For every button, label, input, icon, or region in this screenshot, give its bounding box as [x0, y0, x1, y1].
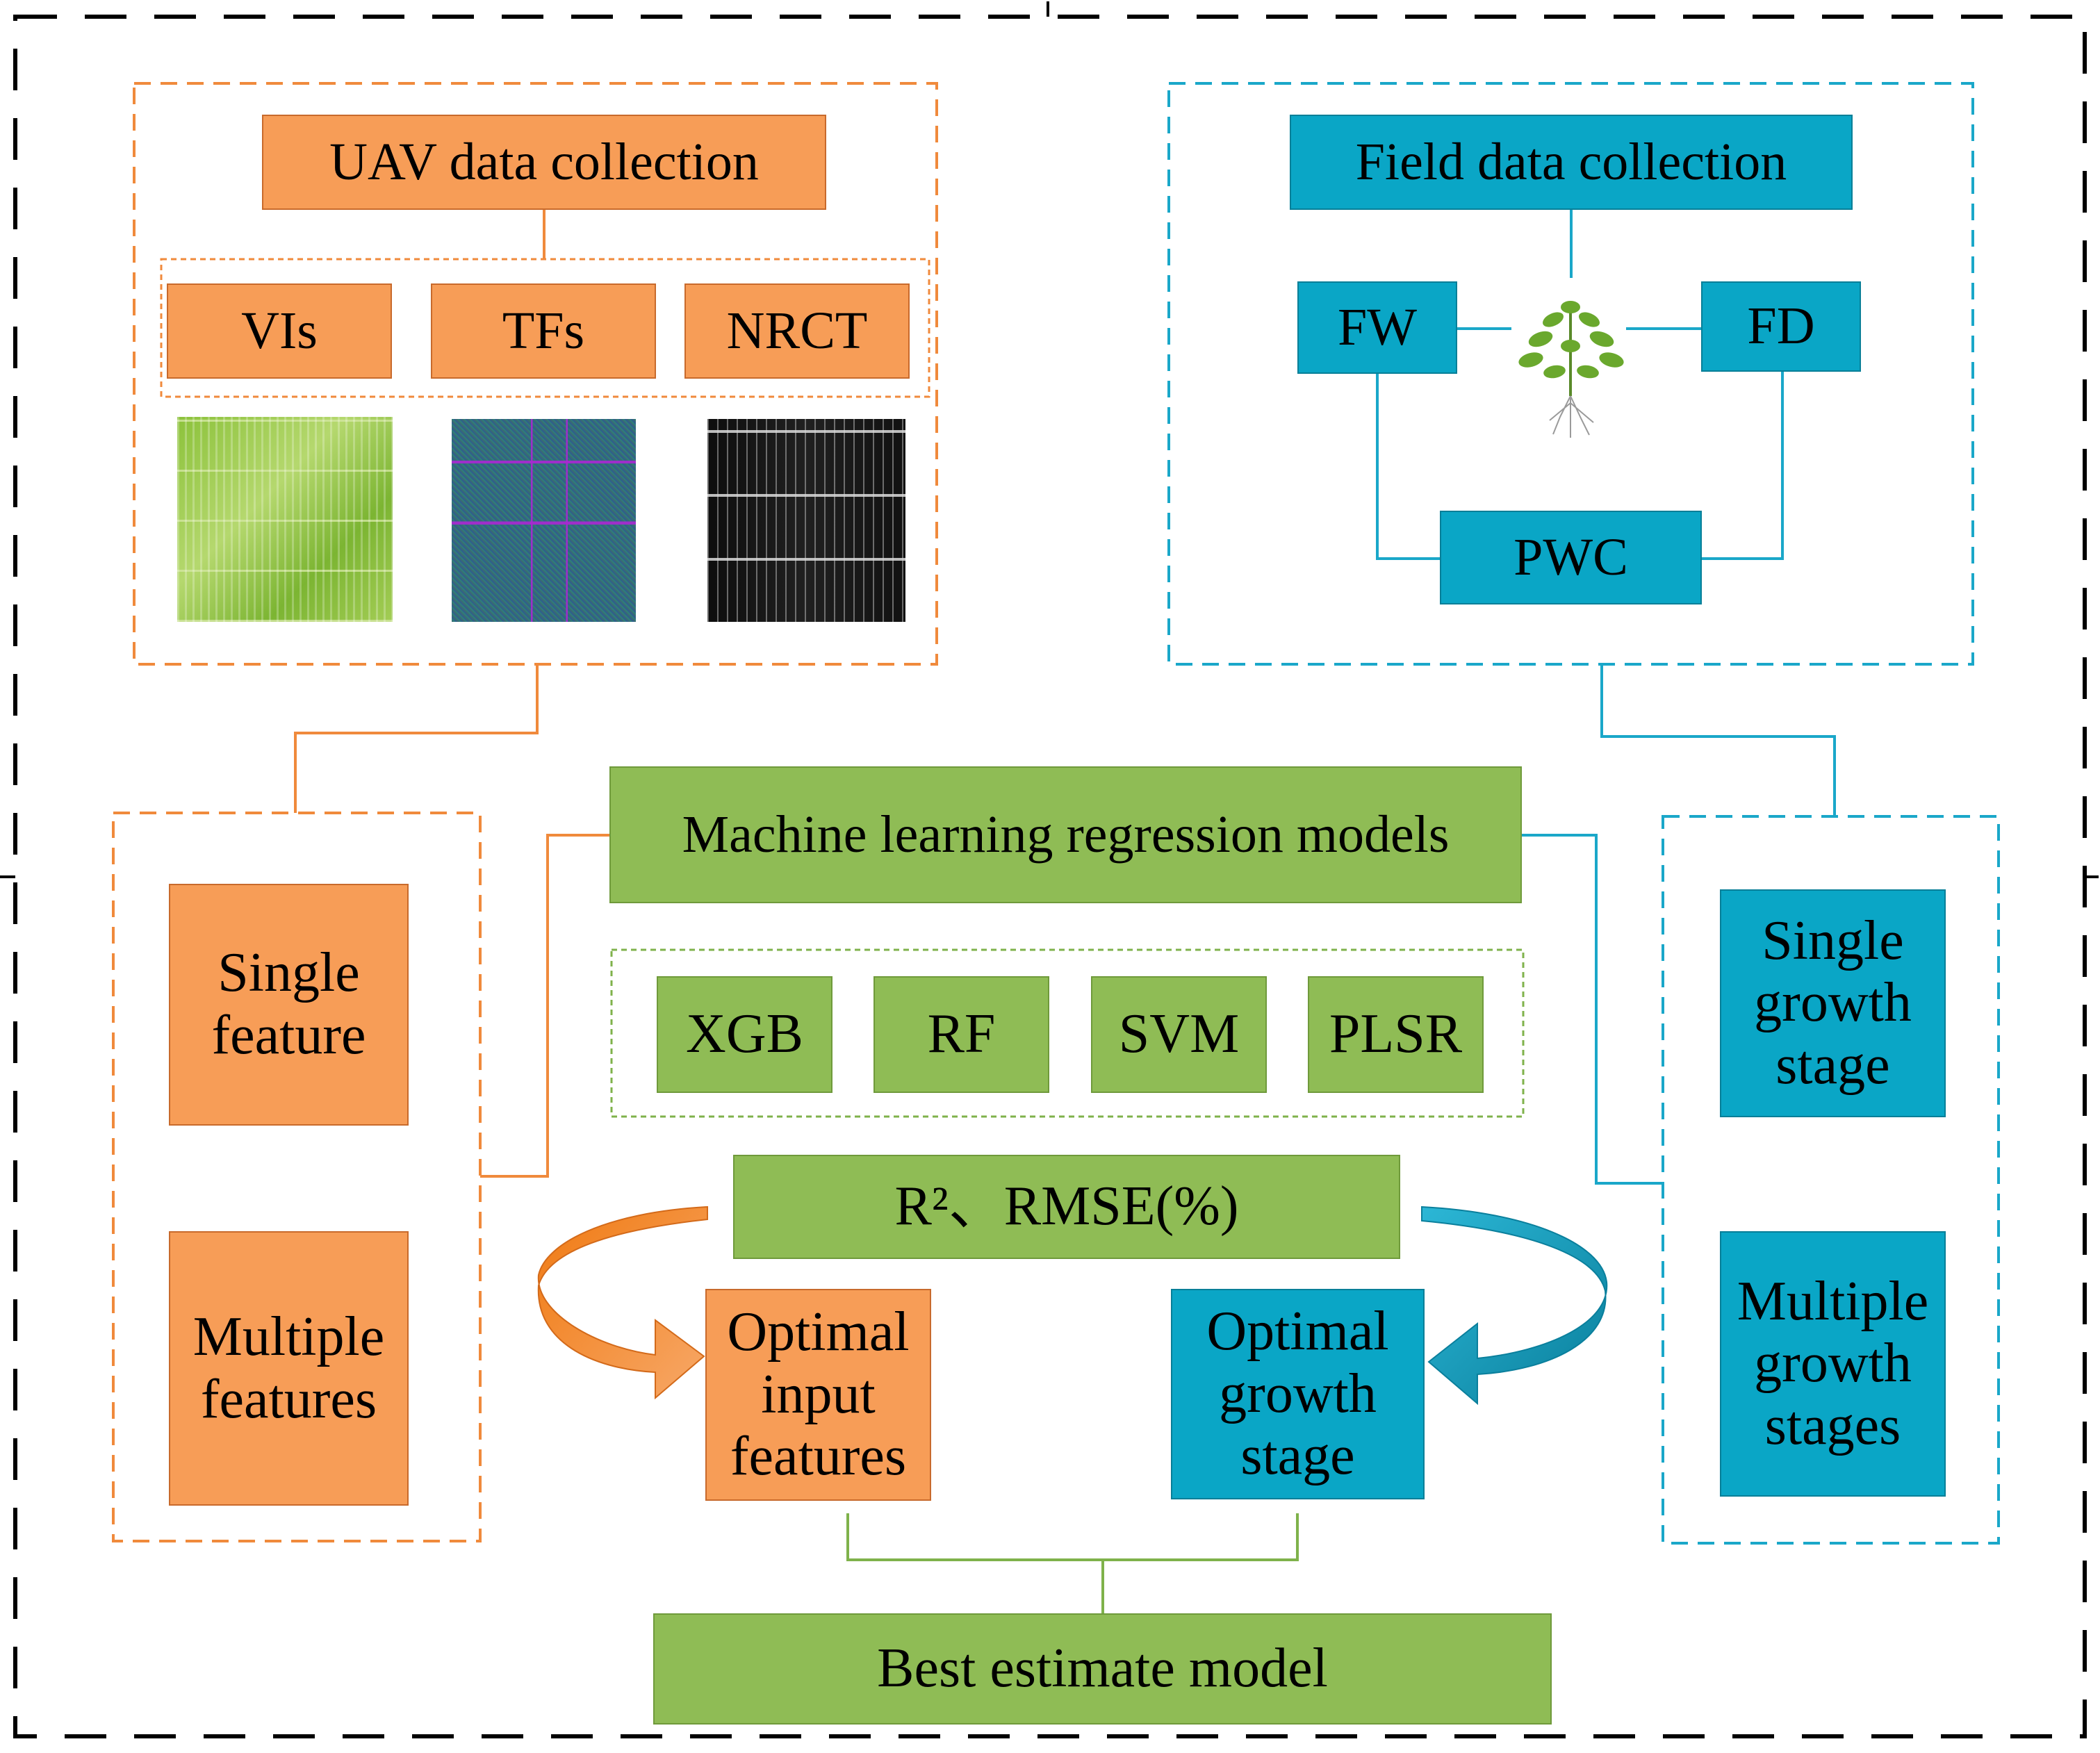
field-title-box: Field data collection — [1290, 115, 1853, 210]
fd-box: FD — [1701, 281, 1861, 372]
field-title: Field data collection — [1355, 132, 1787, 191]
multiple-features-label: Multiple features — [192, 1306, 385, 1430]
single-feature-box: Single feature — [169, 884, 409, 1126]
multiple-stages-box: Multiple growth stages — [1720, 1231, 1946, 1497]
optimal-stage-box: Optimal growth stage — [1171, 1289, 1425, 1499]
field-to-stages-line — [1600, 664, 1836, 816]
ml-right-line — [1522, 834, 1663, 1185]
single-stage-label: Single growth stage — [1754, 910, 1912, 1096]
ml-title: Machine learning regression models — [682, 805, 1450, 864]
fw-box: FW — [1297, 281, 1457, 374]
optimal-input-box: Optimal input features — [705, 1289, 931, 1501]
tfs-box: TFs — [431, 283, 656, 379]
metrics-box: R²、RMSE(%) — [733, 1155, 1400, 1259]
xgb-box: XGB — [657, 976, 832, 1093]
best-model-label: Best estimate model — [877, 1638, 1328, 1699]
stages-panel-frame — [1662, 815, 2000, 1545]
nrct-box: NRCT — [684, 283, 910, 379]
vis-label: VIs — [241, 301, 318, 360]
plsr-box: PLSR — [1308, 976, 1484, 1093]
uav-title-box: UAV data collection — [262, 115, 826, 210]
uav-title: UAV data collection — [329, 132, 759, 191]
single-feature-label: Single feature — [211, 942, 366, 1066]
rf-label: RF — [927, 1003, 996, 1065]
multiple-features-box: Multiple features — [169, 1231, 409, 1506]
xgb-label: XGB — [686, 1003, 803, 1065]
optimal-stage-label: Optimal growth stage — [1206, 1301, 1389, 1487]
fd-pwc-line — [1702, 372, 1784, 560]
features-panel-frame — [112, 812, 482, 1542]
ml-title-box: Machine learning regression models — [609, 766, 1522, 903]
svm-label: SVM — [1118, 1003, 1240, 1065]
best-model-box: Best estimate model — [653, 1613, 1552, 1725]
uav-panel-frame — [133, 82, 938, 666]
svm-box: SVM — [1091, 976, 1267, 1093]
pwc-label: PWC — [1514, 527, 1628, 586]
thermal-map-image — [707, 419, 905, 622]
nrct-label: NRCT — [726, 301, 868, 360]
plant-icon — [1518, 301, 1624, 438]
tfs-label: TFs — [502, 301, 585, 360]
fw-pwc-line — [1376, 373, 1440, 560]
fd-label: FD — [1747, 297, 1815, 356]
models-frame — [610, 948, 1525, 1118]
field-panel-frame — [1167, 82, 1974, 666]
single-stage-box: Single growth stage — [1720, 889, 1946, 1117]
vis-box: VIs — [167, 283, 392, 379]
multiple-stages-label: Multiple growth stages — [1737, 1270, 1929, 1456]
uav-to-features-line — [294, 664, 539, 813]
texture-map-image — [452, 419, 636, 622]
curved-arrow-left-icon — [537, 1205, 708, 1400]
optimal-input-connector — [846, 1513, 1299, 1561]
metrics-label: R²、RMSE(%) — [894, 1176, 1239, 1237]
rf-box: RF — [873, 976, 1049, 1093]
optimal-input-label: Optimal input features — [727, 1301, 910, 1488]
plsr-label: PLSR — [1329, 1003, 1463, 1065]
curved-arrow-right-icon — [1421, 1205, 1608, 1406]
ml-left-line — [480, 834, 609, 1178]
fw-label: FW — [1338, 297, 1417, 356]
pwc-box: PWC — [1440, 511, 1702, 604]
vi-map-image — [177, 417, 393, 622]
